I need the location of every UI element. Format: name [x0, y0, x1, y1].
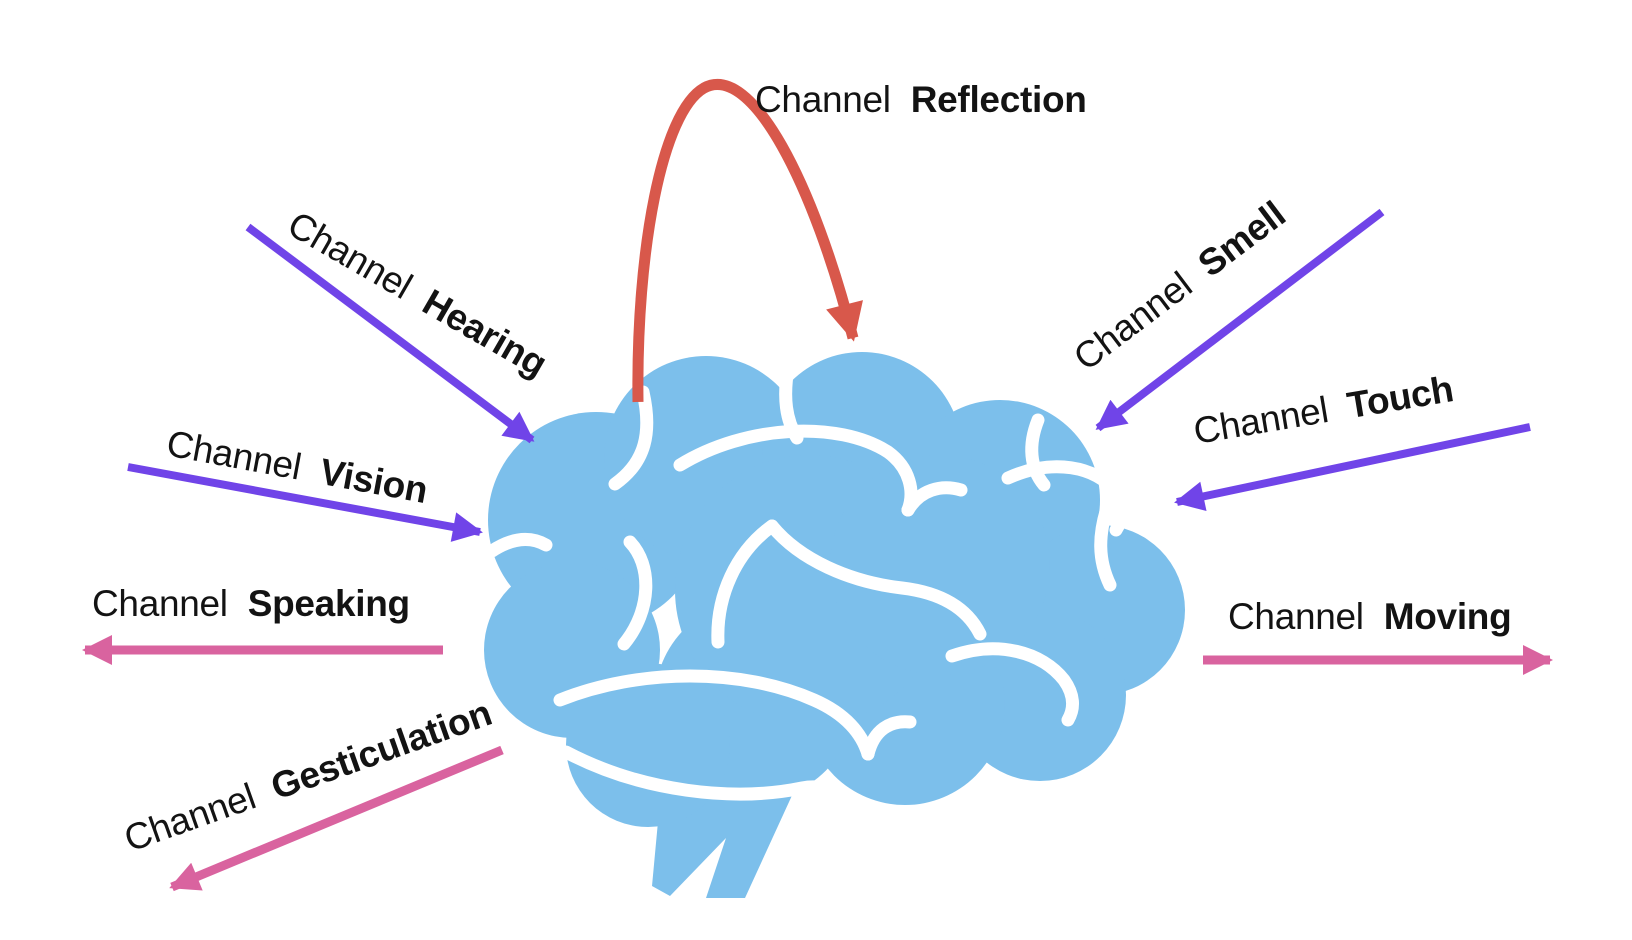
label-moving-name: Moving — [1384, 596, 1512, 637]
arrow-touch — [1174, 423, 1531, 512]
label-touch-name: Touch — [1344, 368, 1456, 426]
label-hearing-prefix: Channel — [281, 203, 419, 306]
label-speaking-prefix: Channel — [92, 583, 228, 624]
label-moving: Channel Moving — [1228, 596, 1511, 637]
label-touch-prefix: Channel — [1191, 389, 1332, 452]
label-gesticulation-name: Gesticulation — [266, 692, 497, 808]
brain-lobe — [830, 455, 1050, 675]
arrow-hearing — [245, 223, 535, 444]
brain-sulci — [485, 361, 1129, 835]
arrow-smell — [1095, 208, 1385, 432]
arrow-gesticulation — [169, 745, 504, 892]
label-speaking-name: Speaking — [248, 583, 410, 624]
label-smell: Channel Smell — [1066, 193, 1293, 378]
label-speaking: Channel Speaking — [92, 583, 410, 624]
brain-illustration — [484, 352, 1185, 898]
arrow-vision — [127, 463, 483, 542]
arrow-reflection — [632, 79, 863, 403]
label-reflection-prefix: Channel — [755, 79, 891, 120]
label-moving-prefix: Channel — [1228, 596, 1364, 637]
label-touch: Channel Touch — [1191, 368, 1457, 452]
label-smell-name: Smell — [1191, 193, 1293, 284]
label-gesticulation-prefix: Channel — [119, 776, 261, 860]
label-reflection: Channel Reflection — [755, 79, 1087, 120]
label-reflection-name: Reflection — [911, 79, 1087, 120]
